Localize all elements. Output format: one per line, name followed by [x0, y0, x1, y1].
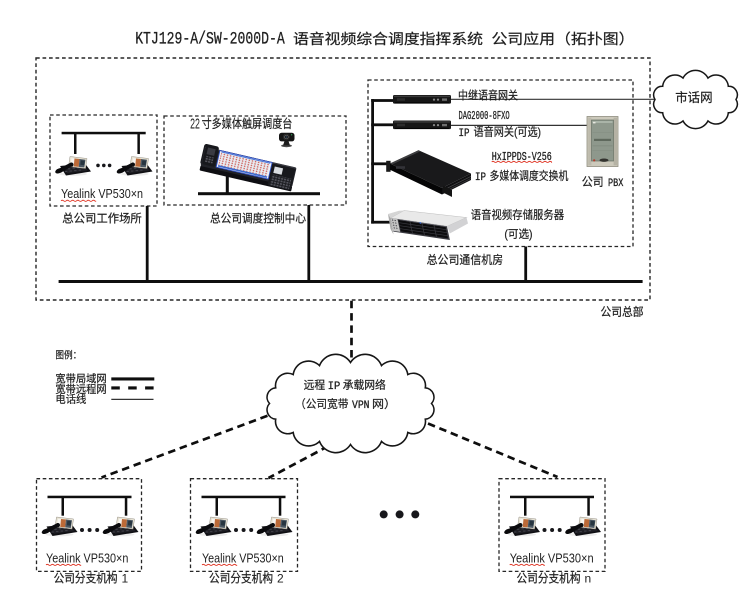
svg-text:公司分支机构: 公司分支机构	[209, 570, 273, 587]
svg-text:宽带远程网: 宽带远程网	[55, 381, 106, 397]
svg-text:总公司工作场所: 总公司工作场所	[62, 209, 142, 226]
svg-text:2: 2	[277, 572, 284, 586]
svg-text:（公司宽带: （公司宽带	[295, 396, 349, 412]
svg-text:VPN: VPN	[352, 400, 370, 412]
svg-text:寸多媒体触屏调度台: 寸多媒体触屏调度台	[202, 113, 293, 132]
svg-text:网）: 网）	[372, 396, 396, 412]
svg-text:HxIPPDS-V256: HxIPPDS-V256	[492, 150, 552, 164]
svg-text:公司总部: 公司总部	[601, 303, 644, 320]
svg-text:语音网关(可选): 语音网关(可选)	[474, 123, 542, 140]
svg-text:远程: 远程	[304, 377, 326, 393]
svg-text:公司: 公司	[582, 173, 604, 190]
svg-text:1: 1	[122, 572, 129, 586]
svg-text:市话网: 市话网	[675, 87, 712, 106]
svg-text:IP: IP	[459, 128, 470, 140]
svg-text:语音视频存储服务器: 语音视频存储服务器	[471, 206, 564, 223]
svg-text:公司分支机构: 公司分支机构	[54, 570, 118, 587]
svg-text:多媒体调度交换机: 多媒体调度交换机	[490, 167, 569, 184]
svg-text:Yealink VP530×n: Yealink VP530×n	[61, 186, 143, 201]
svg-text:22: 22	[190, 117, 200, 133]
svg-text:总公司调度控制中心: 总公司调度控制中心	[210, 209, 306, 226]
svg-text:中继语音网关: 中继语音网关	[458, 86, 518, 103]
svg-text:KTJ129-A/SW-2000D-A: KTJ129-A/SW-2000D-A	[135, 30, 285, 50]
svg-text:总公司通信机房: 总公司通信机房	[427, 251, 504, 268]
svg-text:Yealink VP530×n: Yealink VP530×n	[46, 550, 128, 565]
svg-text:IP: IP	[475, 172, 486, 184]
svg-text:Yealink VP530×n: Yealink VP530×n	[510, 550, 594, 565]
svg-text:PBX: PBX	[608, 178, 624, 190]
svg-text:承载网络: 承载网络	[343, 377, 386, 393]
svg-text:DAG2000-8FXO: DAG2000-8FXO	[459, 109, 510, 123]
svg-text:公司应用（拓扑图）: 公司应用（拓扑图）	[492, 28, 635, 49]
svg-text:语音视频综合调度指挥系统: 语音视频综合调度指挥系统	[293, 28, 483, 49]
svg-text:宽带局域网: 宽带局域网	[55, 370, 106, 386]
svg-text:n: n	[585, 572, 592, 586]
svg-text:Yealink VP530×n: Yealink VP530×n	[202, 550, 284, 565]
svg-text:IP: IP	[328, 381, 341, 393]
svg-text:公司分支机构: 公司分支机构	[517, 570, 581, 587]
svg-text:图例：: 图例：	[55, 347, 81, 362]
svg-text:电话线: 电话线	[55, 391, 86, 407]
svg-text:(可选): (可选)	[504, 226, 532, 242]
